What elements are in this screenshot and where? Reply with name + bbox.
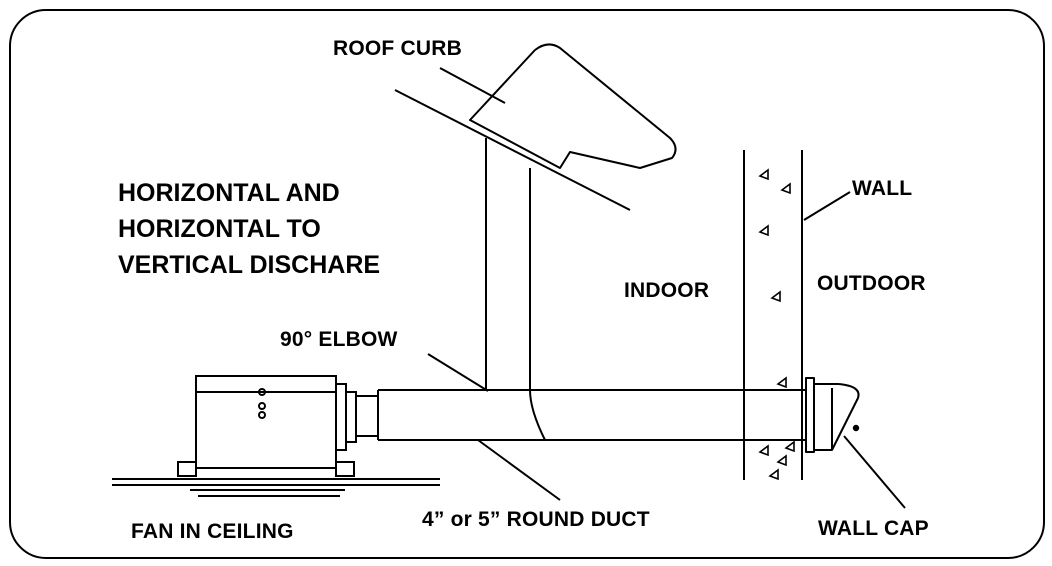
fan-housing [195,375,379,469]
ceiling [112,461,440,497]
round-duct [377,389,806,441]
title-line-1: HORIZONTAL AND [118,179,340,207]
title-line-3: VERTICAL DISCHARE [118,251,381,279]
label-indoor: INDOOR [624,279,710,302]
roof-curb [394,43,677,211]
leader-wall [803,191,851,221]
wall [743,150,803,480]
label-wall: WALL [852,177,913,200]
label-roof-curb: ROOF CURB [333,37,462,60]
label-elbow: 90° ELBOW [280,328,398,351]
title-line-2: HORIZONTAL TO [118,215,321,243]
label-fan-in-ceiling: FAN IN CEILING [131,520,294,543]
leader-wall-cap [843,435,906,509]
label-wall-cap: WALL CAP [818,517,929,540]
vertical-duct [485,138,546,441]
diagram-title: HORIZONTAL AND HORIZONTAL TO VERTICAL DI… [118,175,380,283]
leader-lines [427,191,906,509]
leader-round-duct [477,439,561,501]
label-round-duct: 4” or 5” ROUND DUCT [422,508,650,531]
leader-elbow [427,353,489,392]
wall-aggregate [758,168,795,481]
wall-cap [805,377,860,453]
diagram-frame [9,9,1045,559]
label-outdoor: OUTDOOR [817,272,926,295]
